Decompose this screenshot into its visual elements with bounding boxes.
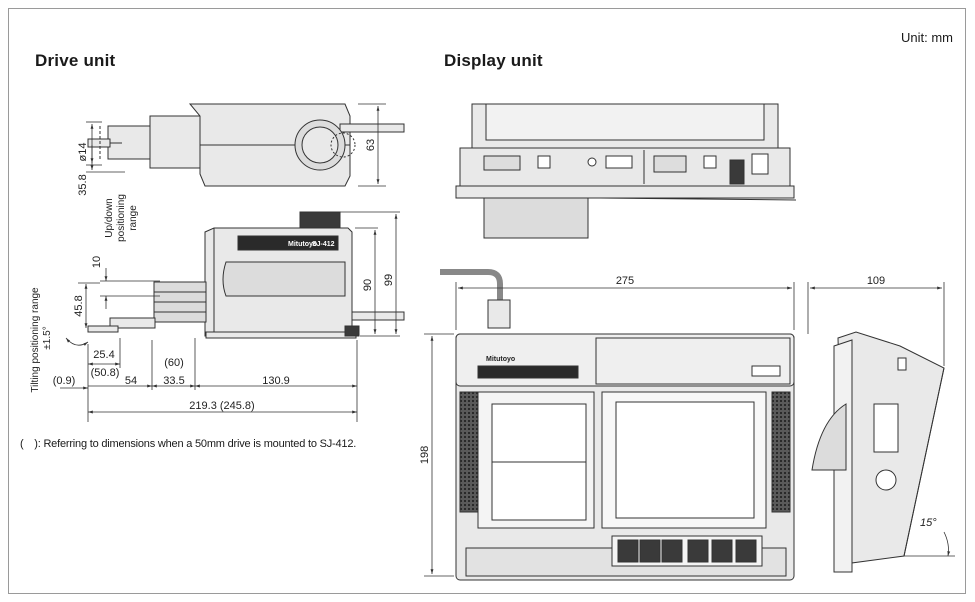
dim-198: 198: [419, 446, 431, 464]
dim-dia14: ø14: [77, 143, 89, 162]
key-1[interactable]: [617, 539, 639, 563]
dim-45-8: 45.8: [73, 295, 85, 316]
drive-brand-label: Mitutoyo: [288, 241, 317, 248]
dim-109: 109: [867, 275, 885, 287]
unit-label: Unit: mm: [901, 30, 953, 45]
drive-top-dims: [86, 103, 386, 187]
dim-angle-15: 15°: [920, 517, 937, 529]
drive-side-dims: [60, 211, 400, 422]
display-top-view: [455, 103, 797, 239]
dim-130-9: 130.9: [262, 375, 290, 387]
dim-50-8: (50.8): [91, 367, 120, 379]
dim-60: (60): [164, 357, 184, 369]
display-front-label-plate: [477, 365, 579, 379]
drive-top-rod: [339, 123, 405, 133]
updown-label-2: positioning: [116, 194, 127, 242]
drive-top-view: [87, 103, 405, 187]
display-unit-heading: Display unit: [444, 51, 543, 70]
drive-side-base: [205, 331, 357, 339]
figure-frame: [8, 8, 966, 594]
dim-33-5: 33.5: [163, 375, 184, 387]
key-3[interactable]: [661, 539, 683, 563]
tilt-label: Tilting positioning range: [30, 287, 41, 393]
drive-side-view: [87, 211, 405, 339]
dim-54: 54: [125, 375, 137, 387]
updown-label-3: range: [128, 205, 139, 231]
tilt-range: ±1.5°: [42, 326, 53, 349]
display-top-base: [455, 185, 795, 199]
display-connector: [487, 299, 511, 329]
display-vent-right: [771, 391, 791, 513]
drive-unit-heading: Drive unit: [35, 51, 116, 70]
display-top-printer: [483, 197, 589, 239]
dim-35-8: 35.8: [77, 174, 89, 195]
drive-side-detector: [109, 317, 156, 329]
key-5[interactable]: [711, 539, 733, 563]
footnote: ( ): Referring to dimensions when a 50mm…: [20, 438, 357, 450]
drive-model-label: SJ-412: [312, 241, 335, 248]
dim-219-3: 219.3 (245.8): [189, 400, 254, 412]
display-screen: [615, 401, 755, 519]
dim-90: 90: [362, 279, 374, 291]
dim-10: 10: [91, 256, 103, 268]
dim-0-9: (0.9): [53, 375, 76, 387]
dim-25-4: 25.4: [93, 349, 114, 361]
dim-275: 275: [616, 275, 634, 287]
display-dims: [424, 282, 955, 577]
display-cable: [440, 269, 503, 300]
display-vent-left: [459, 391, 479, 513]
drive-side-knob: [299, 211, 341, 229]
drive-side-grip: [222, 261, 346, 297]
key-4[interactable]: [687, 539, 709, 563]
display-side-view: [811, 331, 945, 573]
drive-top-stylus: [87, 138, 111, 148]
updown-label-1: Up/down: [104, 198, 115, 237]
dim-99: 99: [383, 274, 395, 286]
key-2[interactable]: [639, 539, 661, 563]
drive-side-stylus: [87, 325, 119, 333]
key-6[interactable]: [735, 539, 757, 563]
drive-side-label-plate: [237, 235, 339, 251]
display-front-view: [440, 269, 795, 581]
drive-side-rod: [351, 311, 405, 321]
display-brand-label: Mitutoyo: [486, 356, 515, 363]
dim-63: 63: [365, 139, 377, 151]
